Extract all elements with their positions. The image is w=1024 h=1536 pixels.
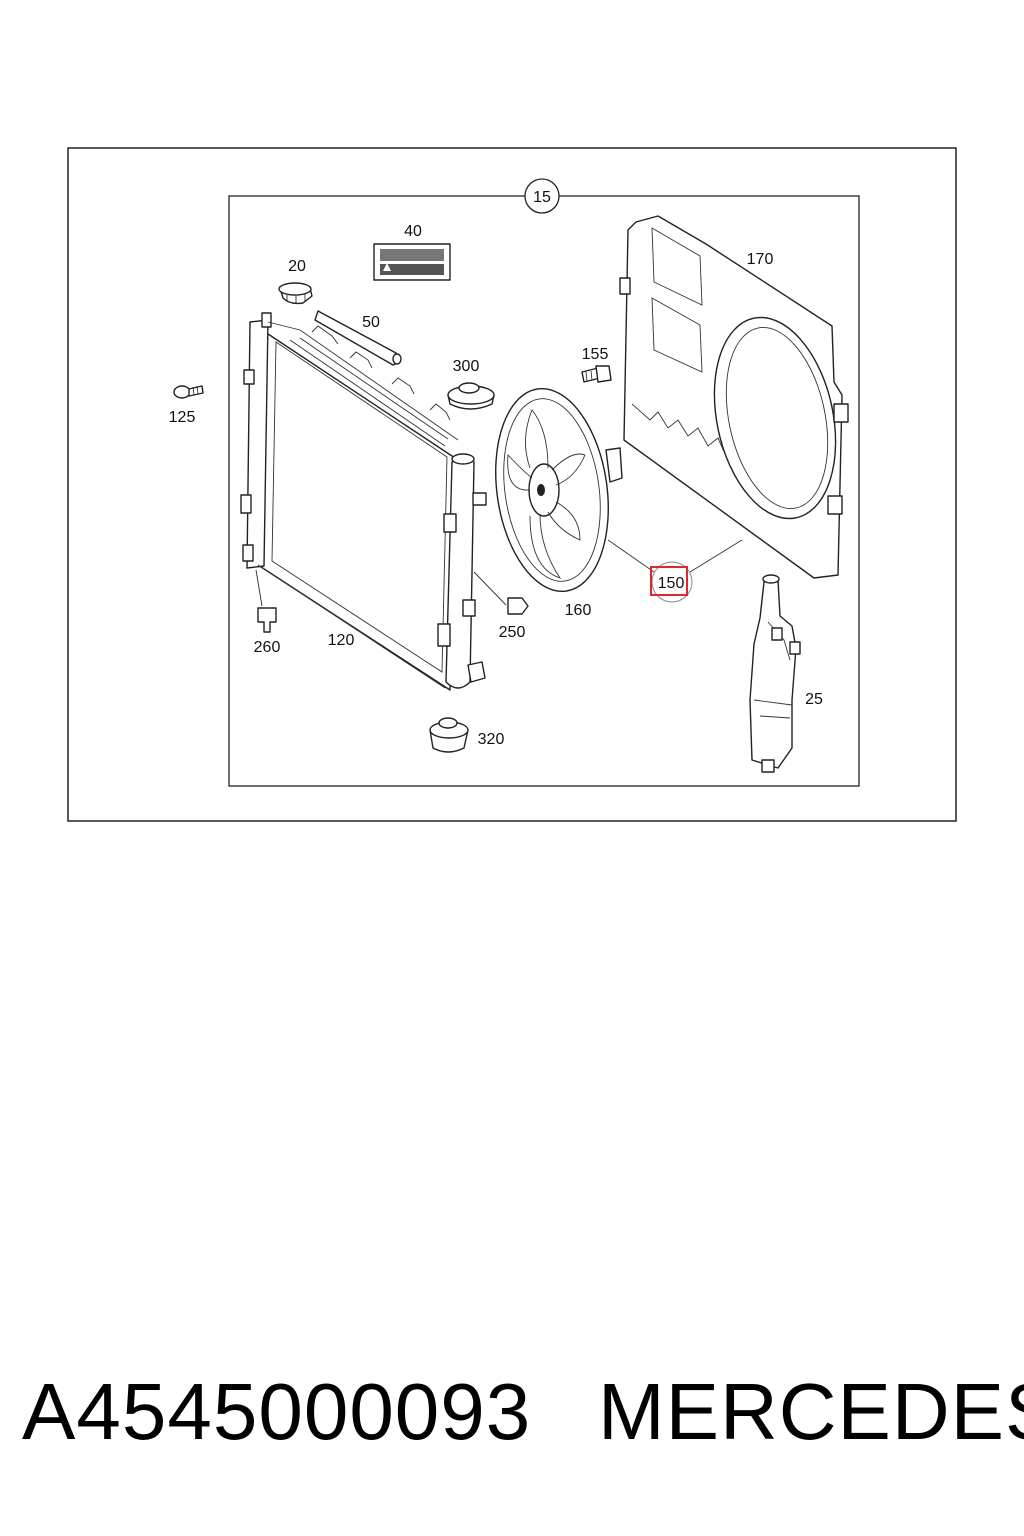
callout-170[interactable]: 170 xyxy=(747,251,774,268)
fan-shroud-part xyxy=(619,215,849,579)
rubber-mount-300-part xyxy=(447,382,495,410)
radiator-part xyxy=(240,312,487,691)
callout-250[interactable]: 250 xyxy=(499,624,526,641)
callout-50[interactable]: 50 xyxy=(362,314,380,331)
callout-300[interactable]: 300 xyxy=(453,358,480,375)
callout-25[interactable]: 25 xyxy=(805,691,823,708)
callout-155[interactable]: 155 xyxy=(582,346,609,363)
callout-15-circle xyxy=(524,178,560,214)
rod-part xyxy=(314,310,402,366)
bolt-part xyxy=(581,365,612,383)
callout-40[interactable]: 40 xyxy=(404,223,422,240)
callout-260[interactable]: 260 xyxy=(254,639,281,656)
callout-160[interactable]: 160 xyxy=(565,602,592,619)
radiator-cap-part xyxy=(278,282,313,305)
callout-15[interactable]: 15 xyxy=(533,189,551,206)
callout-125[interactable]: 125 xyxy=(169,409,196,426)
part-number: A4545000093 xyxy=(22,1367,532,1456)
callout-20[interactable]: 20 xyxy=(288,258,306,275)
callout-120[interactable]: 120 xyxy=(328,632,355,649)
expansion-tank-part xyxy=(749,574,801,773)
fan-part xyxy=(495,388,623,592)
callout-320[interactable]: 320 xyxy=(478,731,505,748)
callout-150[interactable]: 150 xyxy=(658,575,685,592)
callout-150-highlight xyxy=(650,566,688,596)
bracket-260-part xyxy=(255,569,277,633)
outer-frame xyxy=(67,147,957,822)
callout-150-leaders xyxy=(607,539,743,573)
screw-part xyxy=(173,385,204,399)
warning-label-part xyxy=(373,243,451,281)
rubber-mount-320-part xyxy=(429,717,469,753)
brand-name: MERCEDES xyxy=(598,1367,1024,1456)
bracket-250-part xyxy=(473,571,529,615)
